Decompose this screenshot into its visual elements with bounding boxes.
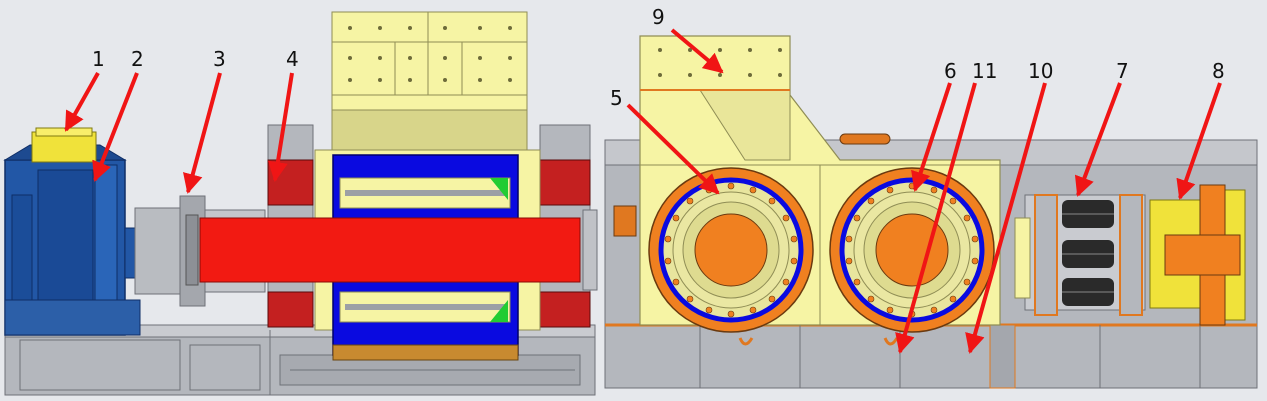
arrow-4 (267, 72, 294, 182)
arrow-10 (965, 82, 1047, 354)
arrow-5 (626, 103, 720, 195)
label-6: 6 (944, 59, 957, 83)
label-8: 8 (1212, 59, 1225, 83)
callout-arrows (64, 28, 1222, 354)
right-view-front-section (604, 35, 1258, 389)
label-5: 5 (610, 86, 623, 110)
arrow-3 (183, 72, 222, 194)
label-3: 3 (213, 47, 226, 71)
arrow-7 (1074, 82, 1122, 197)
fixed-roll (648, 167, 814, 333)
label-9: 9 (652, 5, 665, 29)
label-7: 7 (1116, 59, 1129, 83)
spring-assembly (1014, 194, 1146, 316)
label-11: 11 (972, 59, 997, 83)
label-2: 2 (131, 47, 144, 71)
left-view-side-section (3, 11, 598, 396)
arrow-11 (895, 82, 977, 354)
roller-body (199, 149, 581, 361)
arrow-6 (911, 82, 952, 192)
arrow-9 (670, 28, 724, 74)
arrow-2 (92, 72, 139, 182)
right-hopper (658, 48, 782, 77)
label-1: 1 (92, 47, 105, 71)
left-hopper (331, 11, 528, 161)
label-4: 4 (286, 47, 299, 71)
callout-labels: 1 2 3 4 5 6 7 8 9 10 11 (92, 5, 1225, 110)
motor (3, 127, 141, 336)
label-10: 10 (1028, 59, 1053, 83)
drive-unit (1149, 184, 1246, 326)
arrow-8 (1176, 82, 1222, 200)
arrow-1 (64, 72, 100, 132)
